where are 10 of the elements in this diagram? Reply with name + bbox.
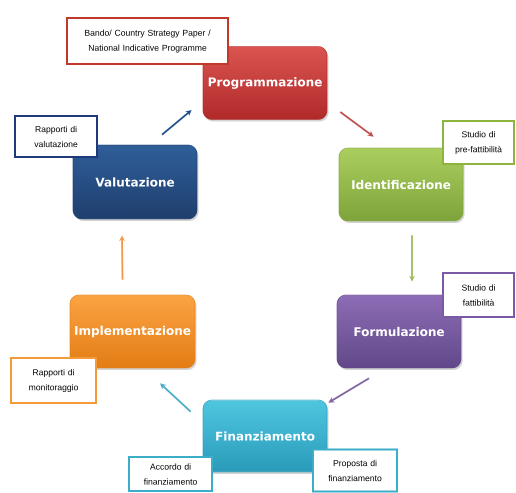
process-box: Formulazione	[336, 294, 462, 370]
callout-box: Rapporti di monitoraggio	[10, 357, 97, 404]
callout-box: Rapporti di valutazione	[14, 115, 98, 158]
callout-box: Proposta di finanziamento	[312, 448, 398, 492]
process-box: Finanziamento	[202, 400, 328, 474]
callout-box: Studio di pre-fattibilità	[442, 120, 515, 165]
callout-box: Bando/ Country Strategy Paper / National Indicative Programme	[66, 17, 229, 65]
callout-box: Accordo di finanziamento	[128, 456, 213, 492]
callout-box: Studio di fattibilità	[442, 272, 515, 318]
process-box: Implementazione	[70, 294, 196, 370]
